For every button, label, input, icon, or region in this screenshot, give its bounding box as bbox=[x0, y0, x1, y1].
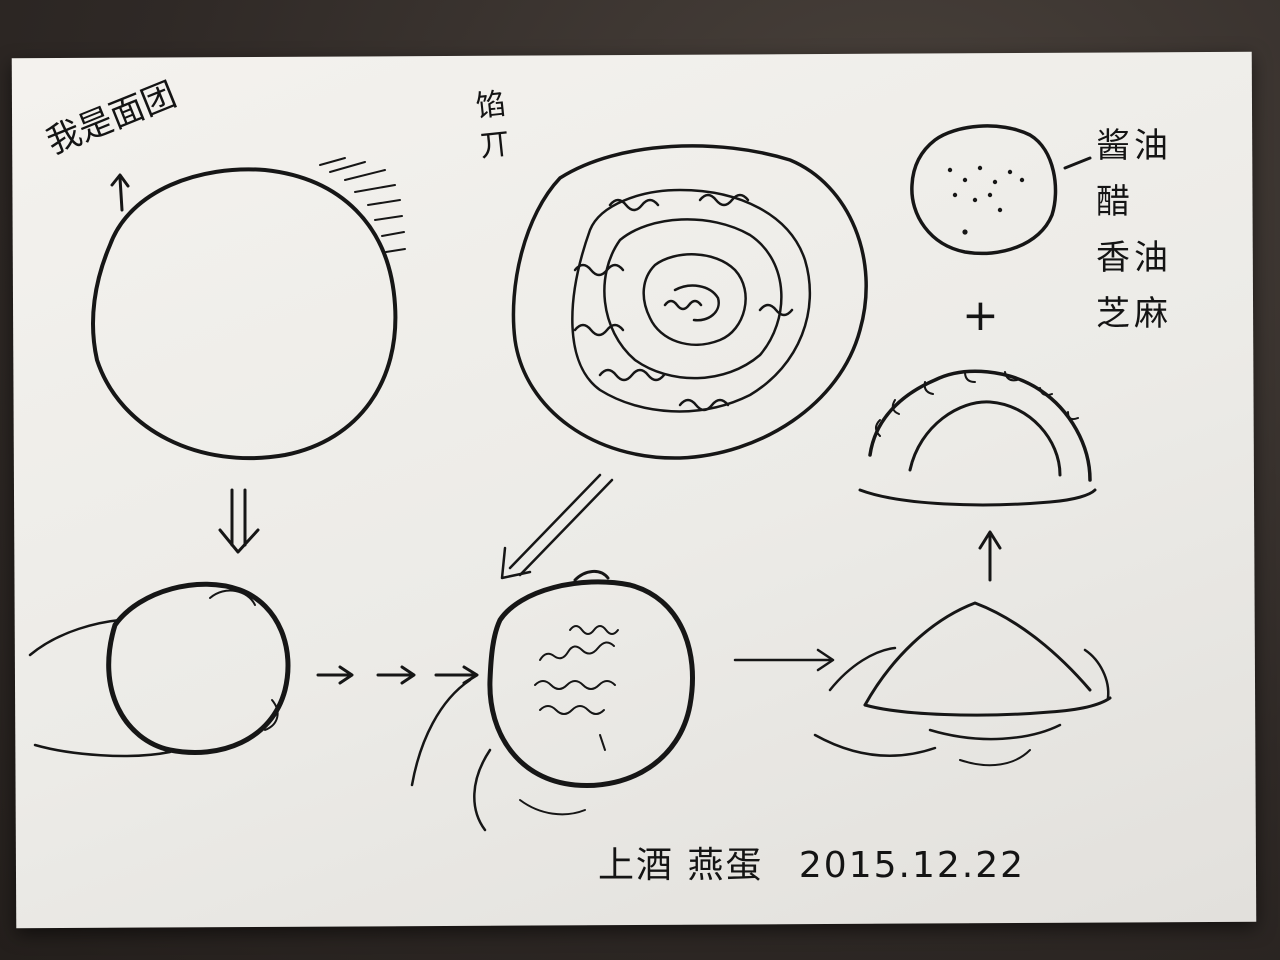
right-arrow-icon bbox=[733, 648, 835, 672]
sauce-dish bbox=[910, 124, 1092, 256]
up-arrow-icon bbox=[978, 530, 1002, 582]
signature: 上酒 燕蛋 2015.12.22 bbox=[598, 836, 1025, 888]
dashed-arrow-icon bbox=[316, 665, 479, 685]
sauce-item-sesame-oil: 香油 bbox=[1096, 238, 1172, 278]
folding-dumpling bbox=[813, 601, 1112, 767]
wrapper-with-filling bbox=[410, 570, 695, 832]
filling-bowl bbox=[511, 144, 868, 460]
finished-dumpling bbox=[858, 369, 1097, 507]
sauce-item-soy-sauce: 酱油 bbox=[1096, 126, 1172, 166]
diagonal-arrow-icon bbox=[500, 473, 614, 580]
plus-sign: + bbox=[962, 290, 999, 341]
signature-date: 2015.12.22 bbox=[798, 845, 1026, 886]
wrapper-in-hand bbox=[28, 581, 291, 758]
sauce-ingredient-list: 酱油 醋 香油 芝麻 bbox=[1096, 118, 1172, 342]
signature-author: 上酒 燕蛋 bbox=[598, 845, 764, 886]
double-arrow-down-icon bbox=[218, 488, 260, 554]
sauce-item-sesame: 芝麻 bbox=[1096, 294, 1172, 334]
sauce-item-vinegar: 醋 bbox=[1096, 182, 1134, 222]
dough-ball bbox=[91, 157, 406, 461]
